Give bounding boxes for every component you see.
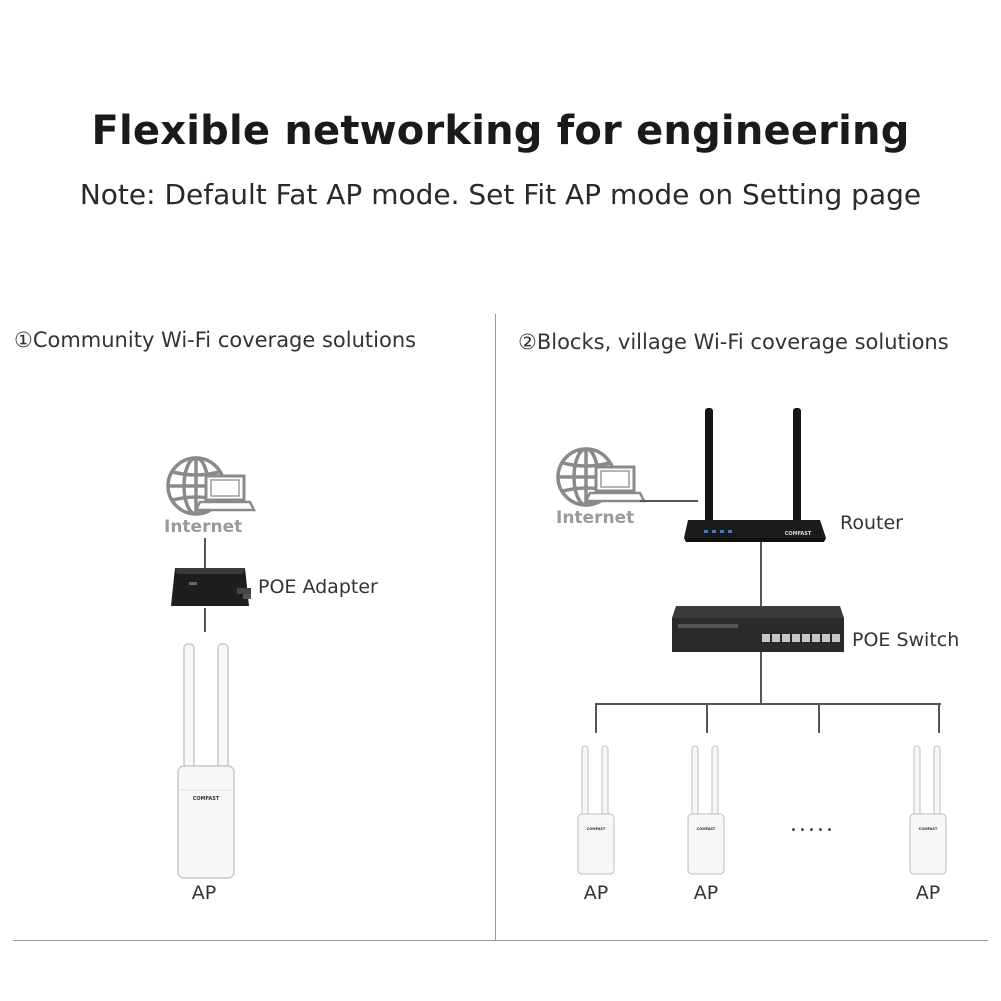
drop-cable <box>818 703 820 733</box>
poe-adapter-device <box>171 568 251 606</box>
router-label: Router <box>840 512 903 534</box>
poe-switch-device <box>672 606 844 652</box>
outdoor-ap-device: COMFAST <box>909 745 947 875</box>
internet-globe-icon: Internet <box>164 456 257 537</box>
laptop-icon <box>583 465 647 503</box>
ap-brand-label: COMFAST <box>697 827 716 831</box>
ap-label: AP <box>583 882 609 904</box>
page-subtitle: Note: Default Fat AP mode. Set Fit AP mo… <box>79 178 922 211</box>
ap-brand-label: COMFAST <box>587 827 606 831</box>
ap-label: AP <box>915 882 941 904</box>
outdoor-ap-device: COMFAST <box>687 745 725 875</box>
distribution-bus <box>595 703 941 705</box>
internet-globe-icon: Internet <box>556 447 647 528</box>
ap-label: AP <box>191 882 217 904</box>
internet-label: Internet <box>556 508 634 528</box>
bottom-divider <box>13 940 988 941</box>
drop-cable <box>938 703 940 733</box>
left-section-heading: ①Community Wi-Fi coverage solutions <box>14 328 417 352</box>
ap-brand-label: COMFAST <box>193 796 220 802</box>
outdoor-ap-device: COMFAST <box>577 745 615 875</box>
cable-internet-router <box>640 500 698 502</box>
router-device: COMFAST <box>684 408 826 542</box>
ap-label: AP <box>693 882 719 904</box>
section-divider-vertical <box>495 314 496 940</box>
cable-switch-bus <box>760 652 762 704</box>
poe-switch-label: POE Switch <box>852 629 960 651</box>
router-brand-label: COMFAST <box>785 531 812 537</box>
internet-label: Internet <box>164 517 242 537</box>
cable-adapter-ap <box>204 608 206 632</box>
cable-internet-adapter <box>204 538 206 568</box>
ellipsis-more-aps: ..... <box>790 812 835 837</box>
ap-brand-label: COMFAST <box>919 827 938 831</box>
laptop-icon <box>193 474 257 512</box>
page-title: Flexible networking for engineering <box>91 108 910 154</box>
outdoor-ap-device: COMFAST <box>177 643 235 879</box>
drop-cable <box>595 703 597 733</box>
poe-adapter-label: POE Adapter <box>258 576 378 598</box>
right-section-heading: ②Blocks, village Wi-Fi coverage solution… <box>518 330 949 354</box>
cable-router-switch <box>760 542 762 606</box>
drop-cable <box>706 703 708 733</box>
